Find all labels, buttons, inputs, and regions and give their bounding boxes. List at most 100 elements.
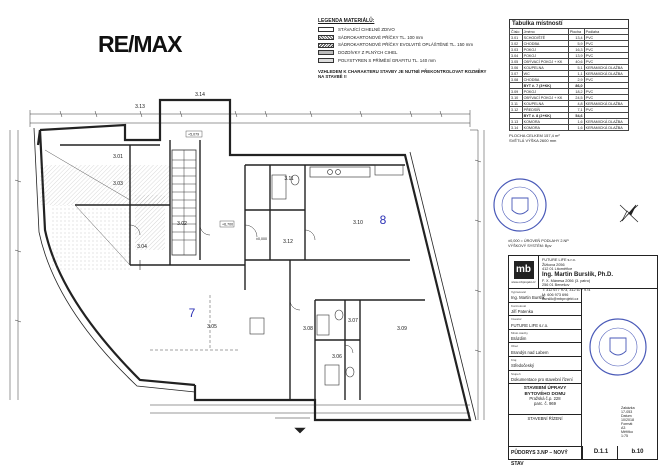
side-value: A3 (621, 426, 626, 430)
legend-item: SÁDROKARTONOVÉ PŘÍČKY TL. 100 mm (318, 35, 493, 41)
title-block-row-label: Místo stavby (511, 330, 528, 335)
room-label: 3.06 (332, 354, 342, 360)
room-table-cell: 1,6 (567, 124, 585, 131)
title-block-row: Vypracoval Ing. Martin Burslík (509, 289, 581, 303)
existing-wall-hatch (40, 165, 170, 270)
company-line: 412 01 Litoměřice (542, 267, 573, 272)
title-block-row: Stupeň Dokumentace pro stavební řízení (509, 371, 581, 385)
engineer-address: F. X. Mánesa 2056 (3. patro) (542, 278, 591, 283)
title-block-row-label: Investor (511, 317, 522, 322)
official-stamp-top (493, 178, 547, 232)
designer-logo-mark: mb (513, 260, 534, 279)
section-markers (139, 260, 310, 434)
side-label: Formát (621, 422, 633, 426)
title-block-row: Kraj Středočeský (509, 357, 581, 371)
engineer-phone: T: 312 677 973, 312 677 974 (542, 287, 591, 292)
room-label: 3.10 (353, 220, 363, 226)
sloped-roof-lines (44, 149, 131, 266)
room-table-cell: KOMORA (521, 124, 569, 131)
title-block-row: Kontroloval Jiří Patenka (509, 303, 581, 317)
interior-walls (60, 140, 425, 400)
side-label: Datum (621, 414, 632, 418)
title-block-row-label: Stupeň (511, 371, 521, 376)
title-block-row: Obec Brandýs nad Labem (509, 343, 581, 357)
room-label: 3.09 (397, 326, 407, 332)
side-value: 10/2018 (621, 418, 634, 422)
legend-item: DOZDÍVKY Z PLNÝCH CIHEL (318, 50, 493, 56)
legend-item-label: SÁDROKARTONOVÉ PŘÍČKY TL. 100 mm (338, 34, 424, 40)
project-stage: STAVEBNÍ ŘÍZENÍ (527, 416, 563, 422)
legend-swatch (318, 58, 334, 64)
svg-text:+6,700: +6,700 (222, 223, 233, 227)
project-address: Pražská č.p. 228 (529, 395, 561, 401)
room-table-height: SVĚTLÁ VÝŠKA 2600 mm (509, 138, 557, 143)
room-label: 3.12 (283, 239, 293, 245)
legend-note: VZHLEDEM K CHARAKTERU STAVBY JE NUTNÉ PŘ… (318, 68, 487, 80)
remax-logo-max: MAX (133, 31, 182, 57)
title-block-row-value: Brázdim (511, 336, 527, 342)
engineer-address: 256 01 Benešov (542, 283, 570, 288)
flat-7-number: 7 (189, 306, 196, 320)
outer-wall-lines (33, 127, 477, 421)
beam-outline (150, 295, 240, 351)
dimension-ticks (14, 110, 482, 353)
staircase (171, 149, 197, 256)
title-block-row: Investor FUTURE LIFE s.r.o. (509, 316, 581, 330)
remax-logo: RE/MAX (98, 31, 182, 58)
title-block-row-label: Obec (511, 344, 519, 349)
engineer-phone: M: 606 973 696 (542, 292, 569, 297)
room-label: 3.04 (137, 244, 147, 250)
legend-item: POLYSTYREN S PŘÍMĚSÍ GRAFITU TL. 140 mm (318, 58, 493, 64)
legend-swatch (318, 42, 334, 48)
project-title-cell: STAVEBNÍ ÚPRAVY BYTOVÉHO DOMU Pražská č.… (509, 384, 581, 414)
room-label: 3.13 (135, 104, 145, 110)
svg-text:±0,000: ±0,000 (256, 237, 267, 241)
room-labels: 3.01 3.02 3.03 3.04 3.05 3.06 3.07 3.08 … (113, 92, 407, 360)
project-stage-cell: STAVEBNÍ ŘÍZENÍ (509, 414, 581, 424)
room-label: 3.02 (177, 221, 187, 227)
project-title: BYTOVÉHO DOMU (524, 390, 566, 396)
title-block-row-value: Dokumentace pro stavební řízení (511, 376, 573, 382)
engineer-email: burslik@mbprojekt.cz (542, 297, 579, 302)
title-block-row-value: Jiří Patenka (511, 309, 534, 314)
height-system-line: ±0,000 = ÚROVEŇ PODLAHY 2.NP (508, 239, 569, 243)
room-label: 3.03 (113, 181, 123, 187)
flat-8-number: 8 (380, 213, 387, 227)
company-line: Žižkova 2056 (542, 262, 565, 267)
room-label: 3.07 (348, 318, 358, 324)
room-label: 3.05 (207, 324, 217, 330)
legend-item-label: STÁVAJÍCÍ CIHELNÉ ZDIVO (338, 26, 395, 32)
legend-swatch (318, 34, 334, 40)
title-block-header: mb www.mbprojekt.cz FUTURE LIFE s.r.o. Ž… (509, 256, 657, 301)
title-block: mb www.mbprojekt.cz FUTURE LIFE s.r.o. Ž… (508, 255, 659, 467)
room-table-title: Tabulka místností (509, 19, 629, 28)
project-address: parc. č. 969 (534, 401, 556, 407)
title-block-side: Zakázka 17-053 Datum 10/2018 Formát A3 M… (619, 406, 659, 438)
room-label: 3.11 (284, 176, 294, 182)
company-line: FUTURE LIFE s.r.o. (542, 258, 576, 262)
side-label: Zakázka (621, 406, 635, 410)
title-block-row-value: FUTURE LIFE s.r.o. (511, 322, 549, 328)
title-block-row-label: Vypracoval (511, 290, 526, 294)
title-block-row-label: Kontroloval (511, 303, 527, 308)
materials-legend: LEGENDA MATERIÁLŮ: STÁVAJÍCÍ CIHELNÉ ZDI… (318, 18, 493, 80)
room-table-cell: KERAMICKÁ DLAŽBA (583, 124, 630, 131)
title-block-row-value: Ing. Martin Burslík (511, 295, 545, 301)
room-table-cell: 3.14 (509, 124, 523, 131)
side-value: 17-053 (621, 410, 633, 414)
legend-item-label: DOZDÍVKY Z PLNÝCH CIHEL (338, 50, 398, 56)
height-system-note: ±0,000 = ÚROVEŇ PODLAHY 2.NP VÝŠKOVÝ SYS… (508, 239, 658, 248)
title-block-row: Místo stavby Brázdim (509, 330, 581, 344)
drawing-number: b.10 (617, 446, 657, 459)
legend-swatch (318, 50, 334, 56)
designer-info: FUTURE LIFE s.r.o. Žižkova 2056 412 01 L… (539, 256, 616, 301)
official-stamp-bottom (589, 318, 647, 376)
room-label: 3.08 (303, 326, 313, 332)
designer-logo: mb www.mbprojekt.cz (509, 256, 539, 288)
legend-item-label: POLYSTYREN S PŘÍMĚSÍ GRAFITU TL. 140 mm (338, 57, 436, 63)
title-block-row-value: Středočeský (511, 363, 535, 369)
